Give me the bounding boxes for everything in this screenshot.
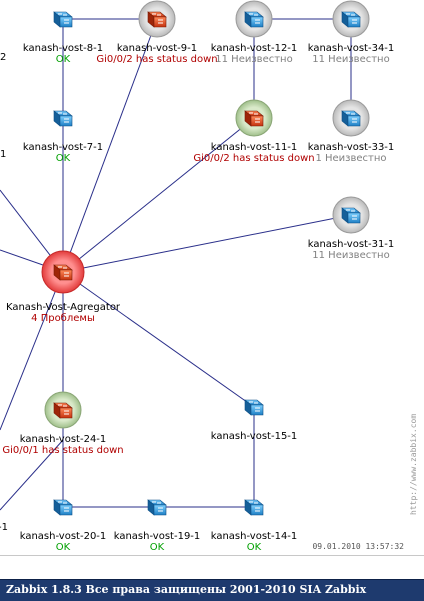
link-31-agg [62, 214, 352, 273]
node-name-n7: kanash-vost-7-1 [23, 142, 103, 153]
node-status-n31: 11 Неизвестно [312, 250, 389, 261]
node-name-n14: kanash-vost-14-1 [211, 531, 298, 542]
node-status-agg: 4 Проблемы [31, 313, 95, 324]
page-gap [0, 556, 424, 579]
node-name-n33: kanash-vost-33-1 [308, 142, 395, 153]
link-9-agg [62, 18, 158, 273]
node-name-n12: kanash-vost-12-1 [211, 43, 298, 54]
switch-icon-n19[interactable] [147, 499, 167, 516]
node-status-n20: OK [56, 542, 71, 553]
switch-icon-n31[interactable] [341, 207, 361, 224]
switch-icon-n12[interactable] [244, 11, 264, 28]
node-name-n19: kanash-vost-19-1 [114, 531, 201, 542]
link-offscreen-d [0, 439, 64, 511]
node-name-n8: kanash-vost-8-1 [23, 43, 103, 54]
node-icons [53, 11, 361, 516]
partial-label-2: 2 [0, 52, 6, 63]
switch-icon-n24[interactable] [53, 402, 73, 419]
node-name-n20: kanash-vost-20-1 [20, 531, 107, 542]
link-agg-15 [62, 271, 255, 408]
map-watermark: http://www.zabbix.com [409, 414, 418, 515]
node-status-n19: OK [150, 542, 165, 553]
node-name-agg: Kanash-Vost-Agregator [6, 302, 121, 313]
node-status-n7: OK [56, 153, 71, 164]
node-name-n11: kanash-vost-11-1 [211, 142, 298, 153]
switch-icon-n7[interactable] [53, 110, 73, 127]
map-separator [0, 555, 424, 556]
node-status-n34: 11 Неизвестно [312, 54, 389, 65]
node-name-n24: kanash-vost-24-1 [20, 434, 107, 445]
node-labels: kanash-vost-8-1OKkanash-vost-9-1Gi0/0/2 … [2, 43, 394, 553]
link-11-agg [62, 117, 255, 273]
node-status-n24: Gi0/0/1 has status down [2, 445, 123, 456]
node-status-n12: 11 Неизвестно [215, 54, 292, 65]
footer-bar: Zabbix 1.8.3 Все права защищены 2001-201… [0, 579, 424, 601]
switch-icon-n8[interactable] [53, 11, 73, 28]
node-halos [41, 0, 370, 429]
switch-icon-n14[interactable] [244, 499, 264, 516]
switch-icon-agg[interactable] [53, 264, 73, 281]
switch-icon-n20[interactable] [53, 499, 73, 516]
network-map-canvas: kanash-vost-8-1OKkanash-vost-9-1Gi0/0/2 … [0, 0, 418, 553]
switch-icon-n33[interactable] [341, 110, 361, 127]
partial-label-1: 1 [0, 149, 6, 160]
link-offscreen-c [0, 271, 64, 431]
switch-icon-n34[interactable] [341, 11, 361, 28]
node-status-n14: OK [247, 542, 262, 553]
node-status-n8: OK [56, 54, 71, 65]
node-status-n33: 1 Неизвестно [315, 153, 386, 164]
map-timestamp: 09.01.2010 13:57:32 [312, 542, 404, 551]
node-name-n34: kanash-vost-34-1 [308, 43, 395, 54]
switch-icon-n9[interactable] [147, 11, 167, 28]
footer-copyright: Zabbix 1.8.3 Все права защищены 2001-201… [6, 583, 367, 596]
switch-icon-n15[interactable] [244, 399, 264, 416]
node-name-n15: kanash-vost-15-1 [211, 431, 298, 442]
node-name-n9: kanash-vost-9-1 [117, 43, 197, 54]
node-name-n31: kanash-vost-31-1 [308, 239, 395, 250]
node-status-n9: Gi0/0/2 has status down [96, 54, 217, 65]
node-status-n11: Gi0/0/2 has status down [193, 153, 314, 164]
switch-icon-n11[interactable] [244, 110, 264, 127]
partial-label-minus1: -1 [0, 522, 8, 533]
